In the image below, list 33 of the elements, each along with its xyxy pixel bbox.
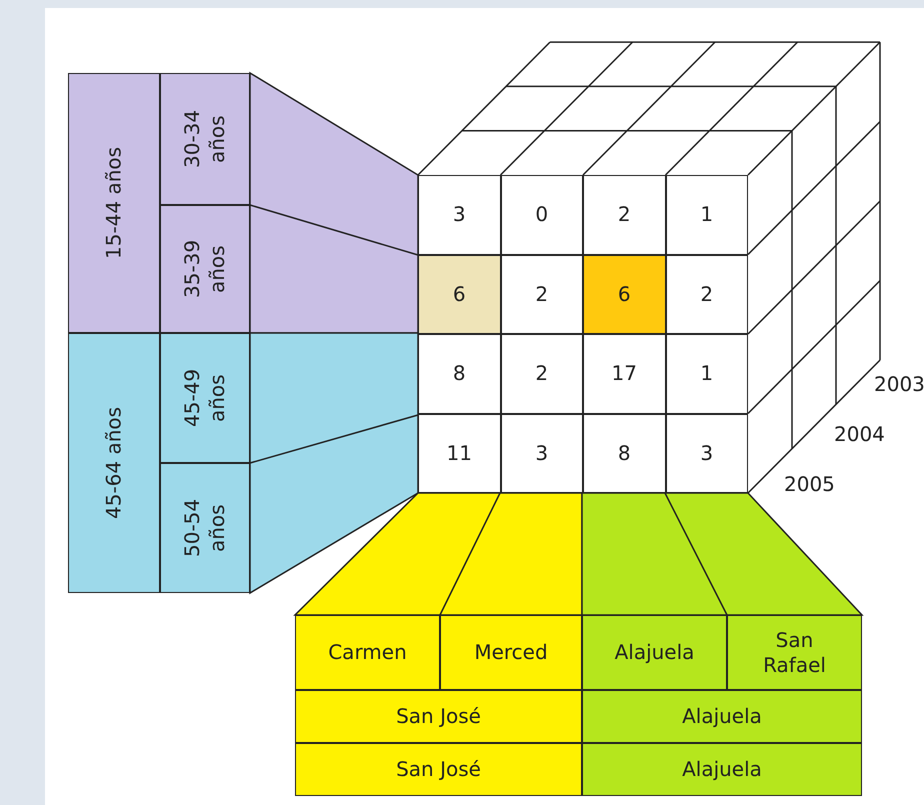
district-cell: Merced	[440, 615, 582, 690]
age-range-cell: 35-39 años	[160, 205, 250, 333]
district-cell: Carmen	[295, 615, 440, 690]
age-range-cell: 30-34 años	[160, 73, 250, 205]
data-cell: 2	[666, 254, 748, 334]
data-cell: 1	[666, 334, 748, 414]
data-cell: 17	[583, 334, 666, 414]
data-cell: 2	[583, 175, 666, 254]
data-cell: 8	[583, 414, 666, 493]
data-cell: 2	[500, 254, 583, 334]
data-cell: 11	[418, 414, 500, 493]
year-label: 2005	[784, 472, 835, 496]
data-cell: 0	[500, 175, 583, 254]
year-label: 2004	[834, 422, 885, 446]
year-label: 2003	[874, 372, 924, 396]
age-range-cell: 50-54 años	[160, 463, 250, 593]
province-cell: Alajuela	[582, 743, 862, 796]
age-group-cell: 15-44 años	[68, 73, 160, 333]
data-cell: 6	[583, 254, 666, 334]
data-cell: 6	[418, 254, 500, 334]
province-cell: San José	[295, 743, 582, 796]
age-range-cell: 45-49 años	[160, 333, 250, 463]
canton-cell: Alajuela	[582, 690, 862, 743]
data-cell: 3	[418, 175, 500, 254]
data-cell: 8	[418, 334, 500, 414]
data-cell: 3	[666, 414, 748, 493]
district-cell: Alajuela	[582, 615, 727, 690]
data-cell: 2	[500, 334, 583, 414]
canton-cell: San José	[295, 690, 582, 743]
data-cell: 3	[500, 414, 583, 493]
district-cell: San Rafael	[727, 615, 862, 690]
data-cell: 1	[666, 175, 748, 254]
age-group-cell: 45-64 años	[68, 333, 160, 593]
